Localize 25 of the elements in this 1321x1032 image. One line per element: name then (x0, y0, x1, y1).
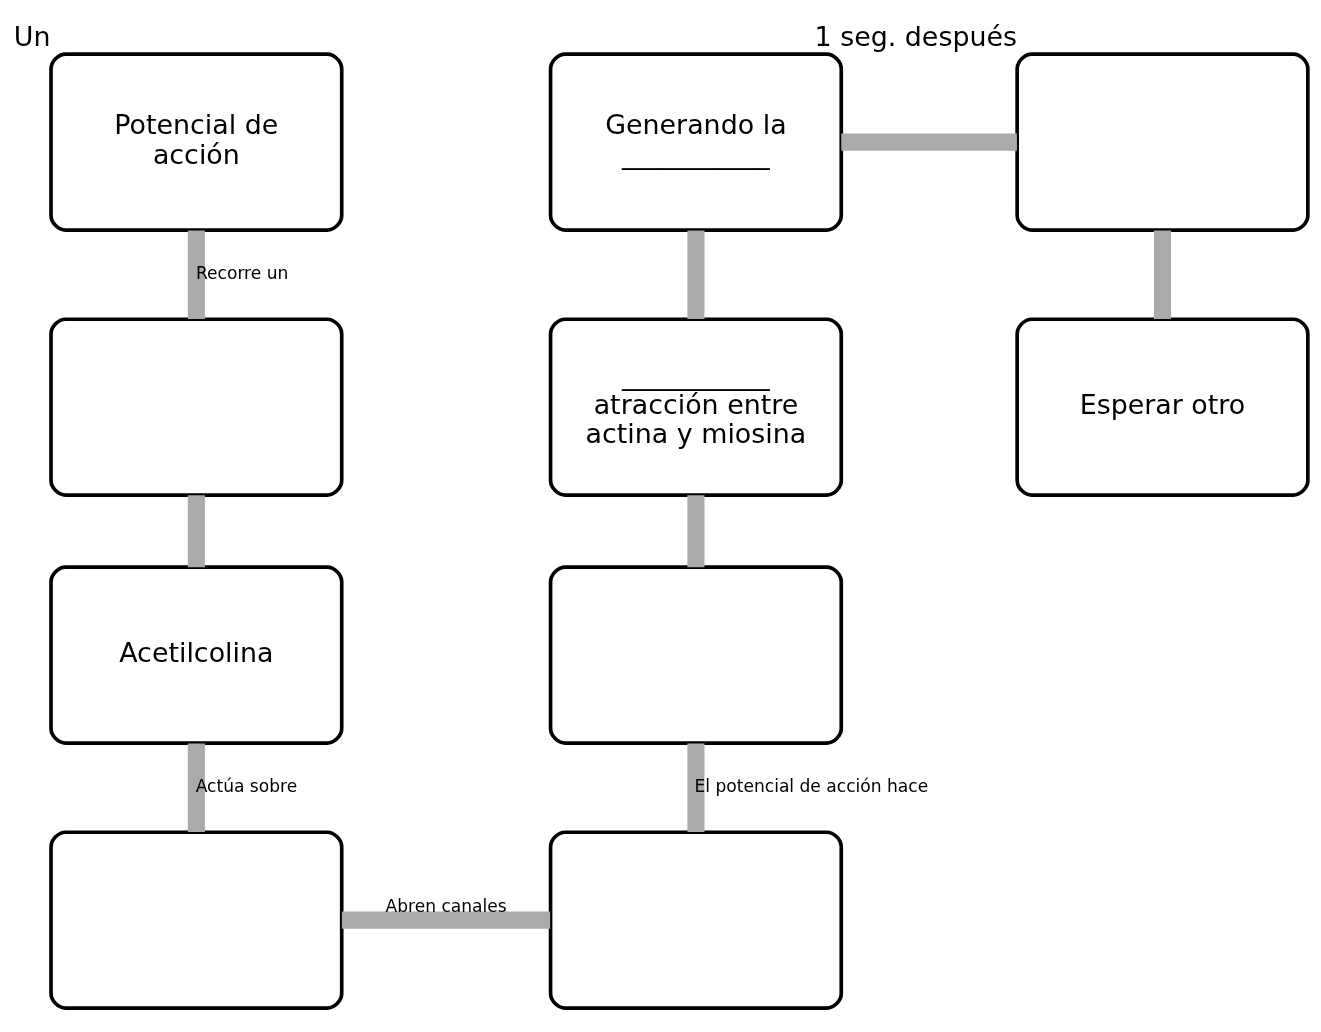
node-box (548, 564, 844, 745)
connector (841, 133, 1017, 151)
connector (1153, 229, 1172, 319)
connector (187, 229, 205, 319)
connector (187, 494, 205, 567)
connector (187, 742, 205, 832)
connector (687, 742, 705, 832)
edge-label: Recorre un (195, 262, 289, 283)
node-box (49, 829, 344, 1010)
connector (687, 229, 705, 319)
node-label: 1 seg. después (814, 20, 1017, 52)
node-box: Generando la ___________ (548, 51, 844, 232)
node-box: Esperar otro (1015, 316, 1310, 497)
connector (687, 494, 705, 567)
node-label: Un (13, 20, 51, 52)
edge-label: El potencial de acción hace (694, 775, 929, 796)
node-box (548, 829, 844, 1010)
node-box: ___________ atracción entre actina y miosina (548, 316, 844, 497)
edge-label: Actúa sobre (195, 775, 298, 796)
connector (341, 911, 551, 929)
edge-label: Abren canales (385, 895, 507, 916)
node-box (1015, 51, 1310, 232)
node-box: Potencial de acción (49, 51, 344, 232)
node-box (49, 316, 344, 497)
node-box: Acetilcolina (49, 564, 344, 745)
